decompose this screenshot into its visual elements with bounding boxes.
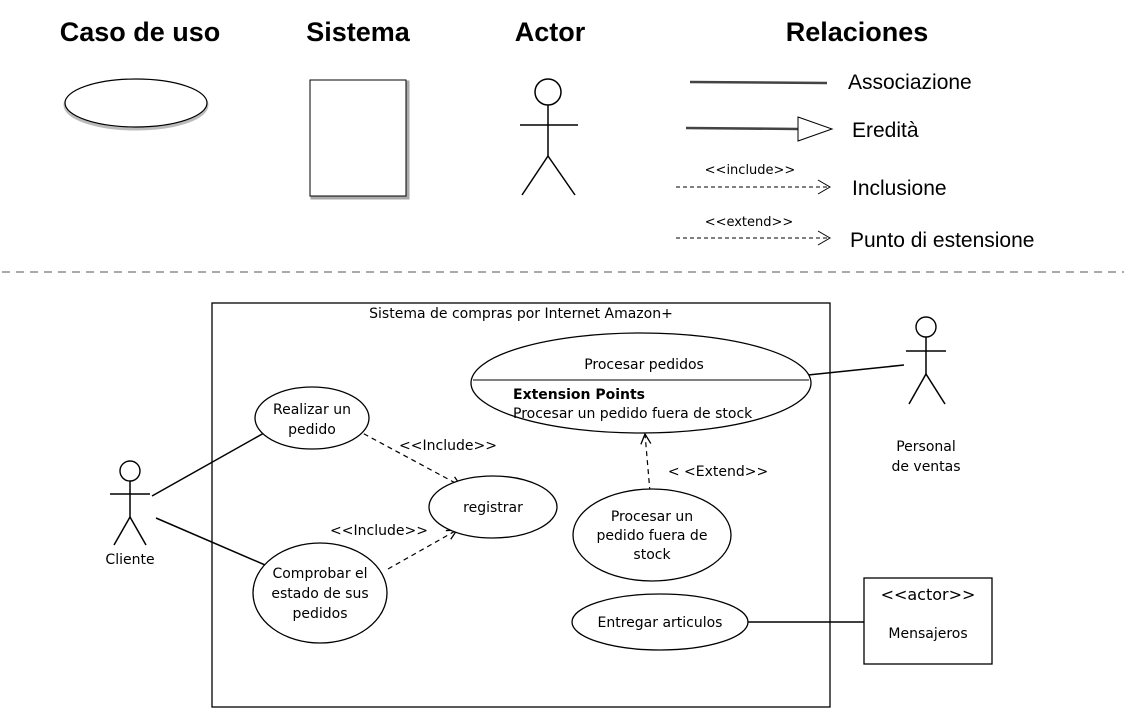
assoc-cliente-comprobar — [155, 517, 273, 569]
system-boundary — [211, 302, 831, 708]
extension-points-header: Extension Points — [513, 387, 645, 403]
legend-association-line — [689, 80, 828, 85]
legend-header-actor: Actor — [515, 17, 586, 47]
use-case-procesar-pedidos-name: Procesar pedidos — [584, 357, 704, 373]
use-case-procesar-fuera-line2: pedido fuera de — [597, 528, 708, 544]
extension-point-item: Procesar un pedido fuera de stock — [513, 406, 753, 422]
assoc-cliente-realizar — [151, 432, 265, 497]
legend-system-shape — [309, 79, 410, 200]
use-case-registrar-label: registrar — [463, 500, 523, 516]
use-case-registrar[interactable] — [428, 475, 558, 539]
actor-mensajeros-box[interactable] — [863, 577, 993, 665]
actor-mensajeros-stereotype: <<actor>> — [881, 585, 976, 604]
include-label-2: <<Include>> — [330, 523, 428, 539]
actor-cliente[interactable] — [110, 460, 150, 546]
use-case-entregar-label: Entregar articulos — [598, 615, 723, 631]
legend-extend-stereotype: <<extend>> — [705, 215, 794, 230]
legend-extend-arrow — [676, 230, 831, 246]
use-case-comprobar-line3: pedidos — [292, 606, 347, 622]
use-case-realizar-pedido-line1: Realizar un — [273, 402, 351, 418]
legend-generalization-arrow — [685, 116, 834, 142]
use-case-procesar-fuera-stock[interactable] — [572, 488, 732, 582]
legend-association-label: Associazione — [848, 71, 972, 94]
use-case-procesar-fuera-line3: stock — [633, 547, 671, 563]
include-arrow-comprobar-registrar — [387, 530, 457, 570]
use-case-comprobar[interactable] — [252, 542, 388, 644]
legend-use-case-shape — [63, 78, 209, 131]
system-title: Sistema de compras por Internet Amazon+ — [369, 306, 673, 322]
use-case-comprobar-line1: Comprobar el — [272, 566, 367, 582]
legend-include-label: Inclusione — [852, 177, 947, 200]
include-label-1: <<Include>> — [399, 438, 497, 454]
actor-personal-label-line2: de ventas — [891, 459, 960, 475]
extend-label: < <Extend>> — [668, 464, 768, 480]
legend-actor-shape — [520, 78, 578, 196]
actor-personal-label-line1: Personal — [896, 439, 956, 455]
legend-include-stereotype: <<include>> — [705, 163, 796, 178]
actor-personal-de-ventas[interactable] — [906, 316, 946, 405]
use-case-comprobar-line2: estado de sus — [271, 586, 368, 602]
legend-header-system: Sistema — [306, 17, 411, 47]
actor-cliente-label: Cliente — [105, 552, 154, 568]
legend-header-use-case: Caso de uso — [60, 17, 221, 47]
use-case-procesar-pedidos[interactable] — [470, 332, 812, 434]
use-case-realizar-pedido[interactable] — [254, 386, 370, 450]
use-case-entregar-articulos[interactable] — [571, 593, 749, 651]
use-case-realizar-pedido-line2: pedido — [288, 422, 336, 438]
legend-extend-label: Punto di estensione — [850, 229, 1034, 252]
actor-mensajeros-label: Mensajeros — [888, 626, 967, 642]
use-case-procesar-fuera-line1: Procesar un — [611, 509, 693, 525]
legend-include-arrow — [676, 179, 831, 195]
legend-generalization-label: Eredità — [852, 119, 919, 142]
extend-arrow-fuera-procesar — [645, 434, 650, 493]
legend-header-relations: Relaciones — [786, 17, 929, 47]
assoc-personal-procesar — [807, 364, 905, 376]
